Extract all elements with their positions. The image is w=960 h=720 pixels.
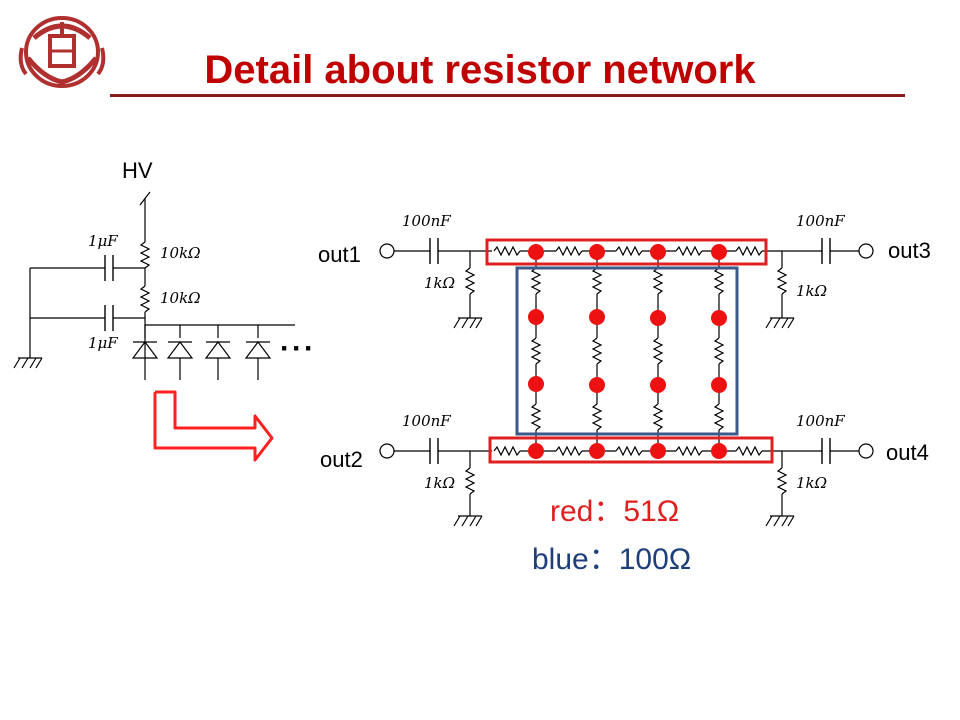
out4-label: out4 xyxy=(886,440,929,465)
res-1k-label-2: 1kΩ xyxy=(796,282,827,300)
hv-label: HV xyxy=(122,158,153,183)
out3-label: out3 xyxy=(888,238,931,263)
page-title: Detail about resistor network xyxy=(204,48,756,92)
legend-red: red：51Ω xyxy=(550,495,680,528)
res-1k-label-3: 1kΩ xyxy=(424,474,455,492)
cap-nf-label-2: 100nF xyxy=(796,212,845,230)
out1-label: out1 xyxy=(318,242,361,267)
legend-blue: blue：100Ω xyxy=(532,543,692,576)
hv-divider-circuit: 10kΩ 10kΩ 1μF 1μF xyxy=(13,191,295,380)
red-arrow-icon xyxy=(153,390,274,462)
blue-resistor-box xyxy=(515,266,739,436)
res-1k-label-1: 1kΩ xyxy=(424,274,455,292)
out2-label: out2 xyxy=(320,447,363,472)
red-resistor-box-top xyxy=(485,238,768,266)
res-1k-label-4: 1kΩ xyxy=(796,474,827,492)
title-underline xyxy=(110,94,905,97)
res-10k-label-1: 10kΩ xyxy=(160,244,201,262)
ellipsis-label: ··· xyxy=(280,332,316,365)
node-dots xyxy=(528,244,727,459)
cap-uf-label-2: 1μF xyxy=(88,334,118,352)
cap-uf-label-1: 1μF xyxy=(88,232,118,250)
red-resistor-box-bottom xyxy=(488,436,774,464)
cap-nf-label-3: 100nF xyxy=(402,412,451,430)
res-10k-label-2: 10kΩ xyxy=(160,289,201,307)
cap-nf-label-4: 100nF xyxy=(796,412,845,430)
resistor-network: 100nF 100nF 100nF 100nF 1kΩ 1kΩ 1kΩ 1kΩ xyxy=(379,212,874,527)
cap-nf-label-1: 100nF xyxy=(402,212,451,230)
university-crest-icon xyxy=(18,16,106,88)
